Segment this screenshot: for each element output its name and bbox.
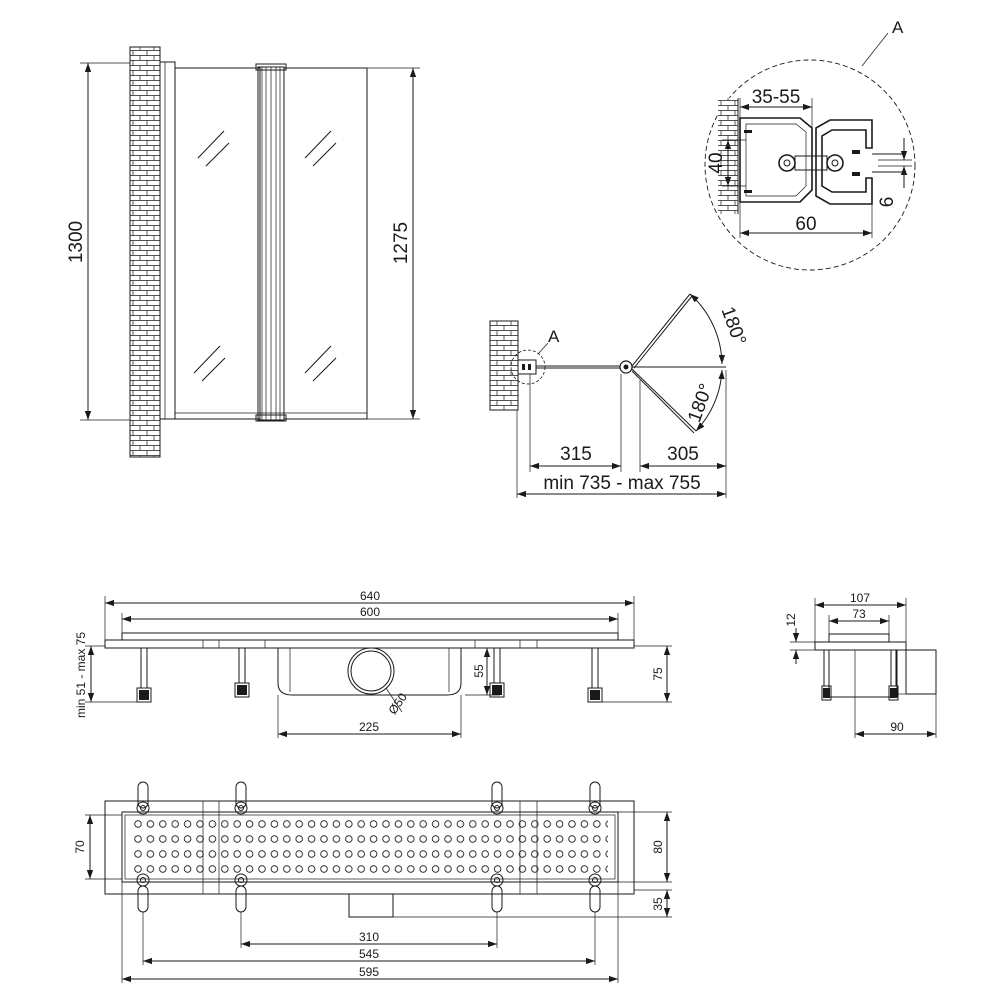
swing-angle-outer: 180° xyxy=(717,304,750,348)
outlet-top xyxy=(348,893,394,918)
dim-grate-outer-width: 80 xyxy=(651,840,665,854)
dim-glass-height: 1275 xyxy=(391,222,412,264)
dim-outer-span: 545 xyxy=(359,947,379,961)
dim-total-height: 75 xyxy=(651,667,665,681)
drain-top-view: 70 80 35 310 545 595 xyxy=(73,781,672,983)
drain-grate-top xyxy=(121,811,619,883)
dim-outlet-diameter: Ø50 xyxy=(385,690,410,717)
dim-total-width: min 735 - max 755 xyxy=(543,473,700,494)
end-grate xyxy=(828,633,890,643)
dim-adjust-height: min 51 - max 75 xyxy=(74,632,88,718)
outlet-pipe-side xyxy=(347,647,395,695)
dim-detail-range: 35-55 xyxy=(752,87,801,108)
end-body xyxy=(828,650,898,698)
dim-outlet-depth: 35 xyxy=(651,897,665,911)
dim-inner-span: 310 xyxy=(359,930,379,944)
dim-detail-width: 60 xyxy=(795,214,816,235)
detail-a-section: A 35-55 40 6 60 xyxy=(704,18,916,271)
end-flange xyxy=(814,641,907,651)
shower-screen-elevation: 1300 1275 xyxy=(66,46,420,458)
dim-screen-height: 1300 xyxy=(66,221,87,263)
dim-detail-depth: 40 xyxy=(706,152,727,173)
drain-side-view: 640 600 min 51 - max 75 5 xyxy=(74,589,672,738)
dim-grate-inner-width: 70 xyxy=(73,840,87,854)
hinged-glass-panel xyxy=(283,67,368,420)
drain-body-side xyxy=(277,648,462,696)
dim-fixed-panel: 315 xyxy=(560,444,592,465)
dim-body-length: 225 xyxy=(359,720,379,734)
hinge-profile xyxy=(255,63,287,422)
plan-brick-wall xyxy=(489,320,519,411)
dim-outlet-reach: 90 xyxy=(890,720,904,734)
drain-end-view: 107 73 12 90 xyxy=(784,591,937,738)
dim-end-flange: 12 xyxy=(784,613,798,627)
dim-end-grate: 73 xyxy=(852,607,866,621)
brick-wall xyxy=(129,46,161,458)
mounting-brackets xyxy=(136,781,602,913)
dim-detail-gap: 6 xyxy=(877,197,898,208)
glass-clamp-profile xyxy=(815,119,873,205)
plan-callout-a: A xyxy=(548,327,560,346)
grate-perforations xyxy=(132,818,608,876)
plan-view: A 180° 180° 315 305 min 735 - max 755 xyxy=(489,293,750,498)
dim-hinged-panel: 305 xyxy=(667,444,699,465)
wall-profile xyxy=(159,61,176,420)
dim-total-length: 595 xyxy=(359,965,379,979)
adjustable-legs-side xyxy=(136,647,603,703)
detail-a-callout: A xyxy=(892,18,904,37)
detail-a-marker xyxy=(510,349,546,385)
drain-grate-side xyxy=(121,632,619,641)
swing-angle-inner: 180° xyxy=(684,381,717,425)
fixed-glass-panel xyxy=(174,67,261,420)
dim-drain-length: 640 xyxy=(360,589,380,603)
dim-body-height: 55 xyxy=(472,664,486,678)
dim-end-width: 107 xyxy=(850,591,870,605)
drain-flange-side xyxy=(104,639,635,649)
detail-a-circle xyxy=(704,59,916,271)
glass-reflection-marks xyxy=(193,130,337,382)
end-outlet xyxy=(905,649,937,695)
dim-grate-length: 600 xyxy=(360,605,380,619)
